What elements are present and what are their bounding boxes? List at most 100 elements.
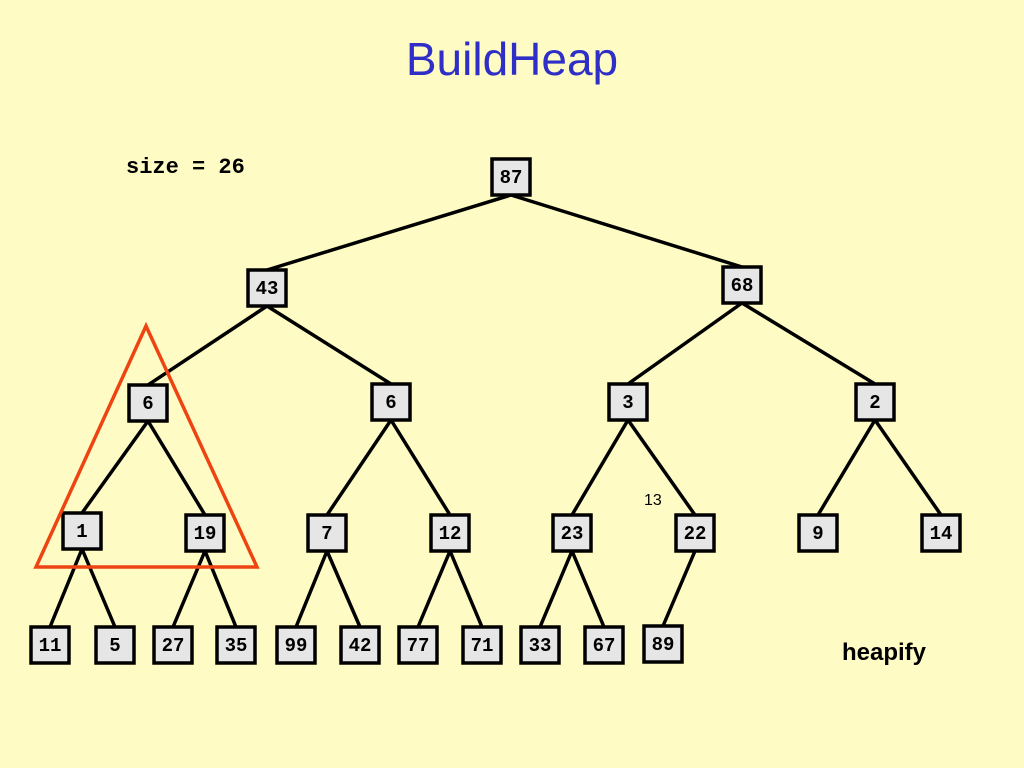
node-box bbox=[854, 382, 896, 422]
tree-edge bbox=[266, 193, 512, 272]
heap-node: 7 bbox=[306, 513, 348, 553]
node-box bbox=[397, 625, 439, 665]
node-value: 19 bbox=[194, 523, 217, 545]
node-value: 89 bbox=[652, 634, 675, 656]
tree-edge bbox=[816, 419, 877, 516]
node-box bbox=[29, 625, 71, 665]
node-value: 68 bbox=[731, 275, 754, 297]
tree-edge bbox=[570, 550, 606, 628]
tree-edge bbox=[626, 418, 697, 517]
heap-node: 3 bbox=[607, 382, 649, 422]
tree-edge bbox=[661, 550, 697, 627]
node-box bbox=[920, 513, 962, 553]
caption-label: heapify bbox=[842, 639, 927, 666]
node-box bbox=[370, 382, 412, 422]
node-box bbox=[184, 513, 226, 553]
heap-node: 67 bbox=[583, 625, 625, 665]
node-box bbox=[339, 625, 381, 665]
node-box bbox=[306, 513, 348, 553]
heap-node: 6 bbox=[370, 382, 412, 422]
highlight-triangle bbox=[33, 321, 260, 569]
node-box bbox=[607, 382, 649, 422]
node-value: 23 bbox=[561, 523, 584, 545]
tree-edge bbox=[448, 550, 484, 628]
slide-title: BuildHeap bbox=[405, 33, 619, 85]
tree-edge bbox=[146, 420, 207, 516]
node-box bbox=[721, 265, 763, 305]
heap-node: 43 bbox=[246, 268, 288, 308]
node-value: 1 bbox=[76, 521, 87, 543]
node-value: 14 bbox=[930, 523, 953, 545]
node-value: 6 bbox=[142, 393, 153, 415]
heap-node: 27 bbox=[152, 625, 194, 665]
node-box bbox=[583, 625, 625, 665]
node-value: 43 bbox=[256, 278, 279, 300]
tree-nodes: 87 43 68 6 6 3 2 1 19 7 12 23 22 9 14 11 5 27 35 99 42 77 71 33… bbox=[29, 157, 962, 665]
tree-edge bbox=[80, 419, 150, 515]
node-value: 33 bbox=[529, 635, 552, 657]
tree-edge bbox=[389, 419, 452, 516]
node-value: 6 bbox=[385, 392, 396, 414]
tree-edge bbox=[538, 550, 574, 628]
tree-edge bbox=[325, 419, 393, 516]
node-value: 27 bbox=[162, 635, 185, 657]
node-value: 42 bbox=[349, 635, 372, 657]
tree-edge bbox=[80, 548, 117, 628]
node-value: 71 bbox=[471, 635, 494, 657]
heap-node: 1 bbox=[61, 511, 103, 551]
node-box bbox=[797, 513, 839, 553]
node-value: 3 bbox=[622, 392, 633, 414]
tree-edge bbox=[416, 550, 452, 628]
node-box bbox=[94, 625, 136, 665]
heap-node: 71 bbox=[461, 625, 503, 665]
node-value: 35 bbox=[225, 635, 248, 657]
tree-edge bbox=[48, 548, 84, 628]
tree-edge bbox=[171, 550, 207, 628]
heap-node: 11 bbox=[29, 625, 71, 665]
heap-node: 23 bbox=[551, 513, 593, 553]
node-box bbox=[519, 625, 561, 665]
node-value: 22 bbox=[684, 523, 707, 545]
heap-node: 68 bbox=[721, 265, 763, 305]
node-value: 67 bbox=[593, 635, 616, 657]
tree-edge bbox=[626, 301, 744, 386]
node-value: 77 bbox=[407, 635, 430, 657]
tree-edge bbox=[510, 193, 743, 269]
node-value: 12 bbox=[439, 523, 462, 545]
tree-edge bbox=[294, 550, 329, 628]
node-box bbox=[642, 624, 684, 664]
heap-node: 99 bbox=[275, 625, 317, 665]
size-label: size = 26 bbox=[126, 155, 245, 180]
node-box bbox=[246, 268, 288, 308]
node-value: 9 bbox=[812, 523, 823, 545]
node-box bbox=[215, 625, 257, 665]
node-box bbox=[127, 383, 169, 423]
node-box bbox=[674, 513, 716, 553]
tree-edge bbox=[873, 419, 943, 516]
node-box bbox=[461, 625, 503, 665]
node-value: 7 bbox=[321, 523, 332, 545]
node-value: 99 bbox=[285, 635, 308, 657]
heap-node: 89 bbox=[642, 624, 684, 664]
node-box bbox=[152, 625, 194, 665]
heap-node: 9 bbox=[797, 513, 839, 553]
heap-node: 2 bbox=[854, 382, 896, 422]
node-value: 5 bbox=[109, 635, 120, 657]
heap-node: 22 bbox=[674, 513, 716, 553]
node-box bbox=[61, 511, 103, 551]
annotation-label: 13 bbox=[644, 492, 662, 509]
node-value: 2 bbox=[869, 392, 880, 414]
heap-node: 14 bbox=[920, 513, 962, 553]
node-value: 87 bbox=[500, 167, 523, 189]
heap-node: 77 bbox=[397, 625, 439, 665]
tree-edge bbox=[203, 550, 238, 628]
heap-node: 42 bbox=[339, 625, 381, 665]
heap-node: 19 bbox=[184, 513, 226, 553]
node-box bbox=[490, 157, 532, 197]
heap-node: 33 bbox=[519, 625, 561, 665]
heap-node: 87 bbox=[490, 157, 532, 197]
heap-node: 5 bbox=[94, 625, 136, 665]
node-value: 11 bbox=[39, 635, 62, 657]
tree-edge bbox=[325, 550, 362, 628]
